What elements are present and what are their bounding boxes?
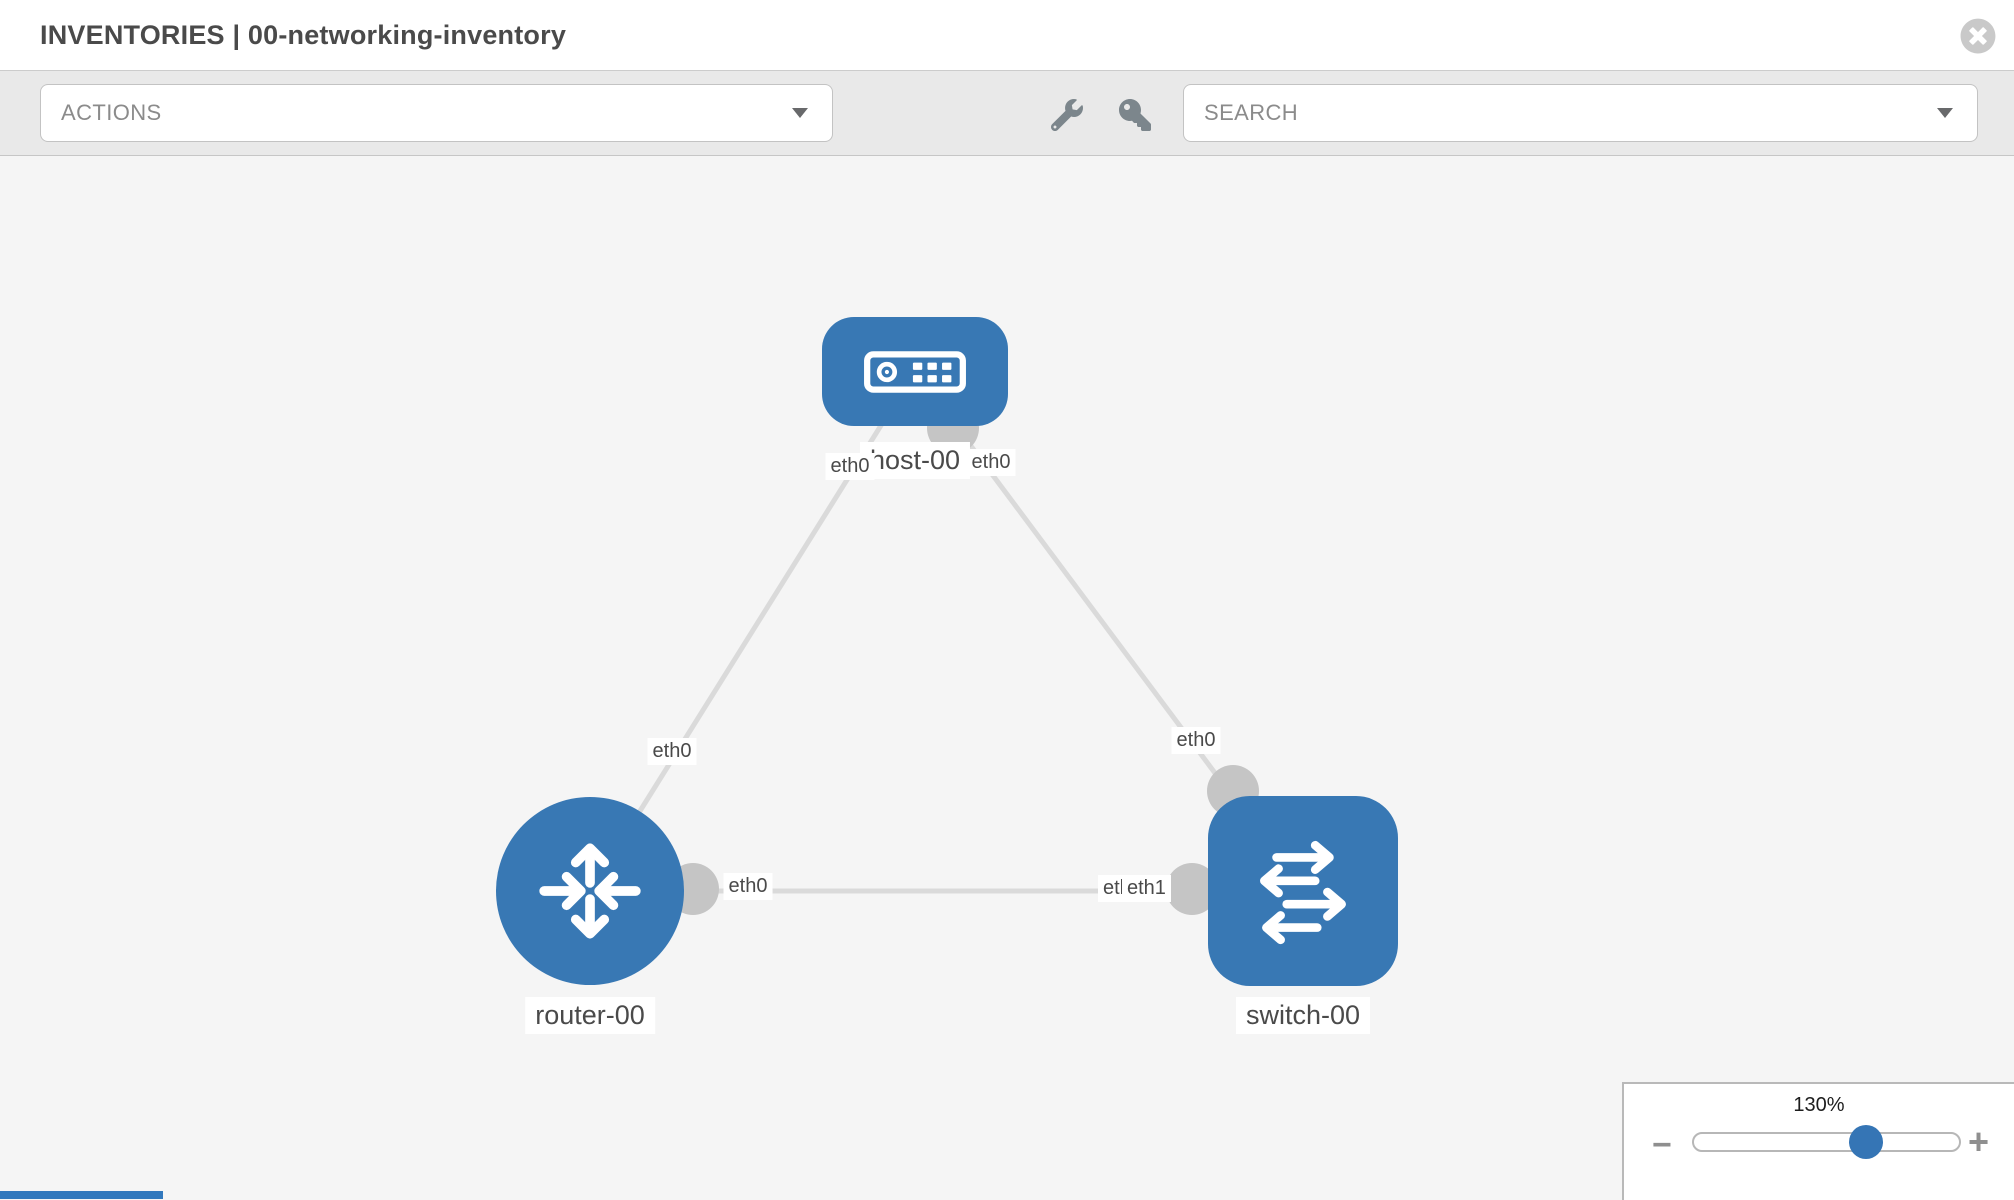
search-dropdown-label: SEARCH [1204,100,1299,125]
wrench-icon[interactable] [1051,99,1083,131]
topology-edges [587,369,1306,894]
node-label-router: router-00 [525,997,655,1034]
port-label-host-to-switch: eth0 [966,449,1016,476]
zoom-slider-thumb[interactable] [1849,1125,1883,1159]
node-label-host: host-00 [859,442,971,479]
switch-icon [1242,835,1364,947]
toolbar: ACTIONS SEARCH [0,71,2014,156]
zoom-slider[interactable] [1692,1125,1961,1159]
zoom-in-button[interactable]: + [1968,1121,1990,1162]
node-host-00[interactable] [822,317,1008,426]
zoom-out-button[interactable]: − [1652,1126,1672,1164]
node-label-switch: switch-00 [1235,997,1371,1034]
page-title: INVENTORIES | 00-networking-inventory [40,20,567,50]
node-switch-00[interactable] [1208,796,1398,986]
header: INVENTORIES | 00-networking-inventory [0,0,2014,71]
port-label-router-to-switch: eth0 [723,873,773,900]
zoom-level: 130% [1793,1094,1845,1116]
search-dropdown[interactable]: SEARCH [1183,84,1978,142]
host-icon [863,347,967,397]
zoom-panel: 130% − + [1622,1082,2014,1200]
chevron-down-icon [1937,108,1953,118]
router-icon [534,835,646,947]
key-legend-bar-partial[interactable] [0,1191,163,1199]
port-label-router-to-host: eth0 [647,738,697,765]
node-router-00[interactable] [496,797,684,985]
key-icon[interactable] [1119,99,1151,131]
chevron-down-icon [792,108,808,118]
topology-canvas[interactable]: host-00 router-00 switch-00 eth0 eth0 et… [0,156,2014,1200]
port-label-switch-to-host: eth0 [1171,727,1221,754]
actions-dropdown[interactable]: ACTIONS [40,84,833,142]
actions-dropdown-label: ACTIONS [61,100,162,125]
close-icon[interactable] [1960,18,1996,54]
port-label-switch-overlap-over: eth1 [1122,875,1171,902]
port-label-host-to-router: eth0 [825,453,875,480]
